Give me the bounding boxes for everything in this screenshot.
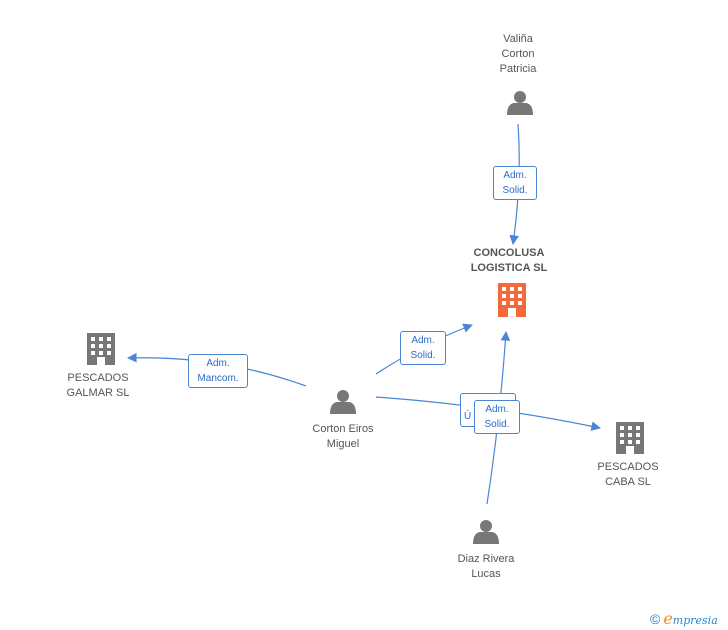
brand-logo-e: e xyxy=(663,608,673,628)
brand-logo-text: mpresia xyxy=(672,613,718,627)
edge-label-corton-concolusa: Adm. Solid. xyxy=(400,331,446,365)
person-icon[interactable] xyxy=(473,520,499,544)
node-label-diaz[interactable]: Diaz Rivera Lucas xyxy=(457,553,515,580)
edge-label-corton-galmar: Adm. Mancom. xyxy=(188,354,248,388)
building-icon[interactable] xyxy=(87,333,115,365)
brand-logo[interactable]: e mpresia xyxy=(663,608,718,628)
node-label-concolusa[interactable]: CONCOLUSA LOGISTICA SL xyxy=(470,247,548,274)
edge-label-valina-concolusa: Adm. Solid. xyxy=(493,166,537,200)
node-label-galmar[interactable]: PESCADOS GALMAR SL xyxy=(66,372,130,399)
building-icon[interactable] xyxy=(616,422,644,454)
edge-label-diaz-concolusa: Adm. Solid. xyxy=(474,400,520,434)
copyright-icon: © xyxy=(650,611,661,627)
node-label-valina[interactable]: Valiña Corton Patricia xyxy=(499,33,537,75)
person-icon[interactable] xyxy=(507,91,533,115)
footer-brand: © e mpresia xyxy=(650,610,718,628)
node-label-corton-eiros[interactable]: Corton Eiros Miguel xyxy=(312,423,374,450)
node-label-caba[interactable]: PESCADOS CABA SL xyxy=(597,461,659,488)
person-icon[interactable] xyxy=(330,390,356,414)
building-icon[interactable] xyxy=(498,283,526,317)
